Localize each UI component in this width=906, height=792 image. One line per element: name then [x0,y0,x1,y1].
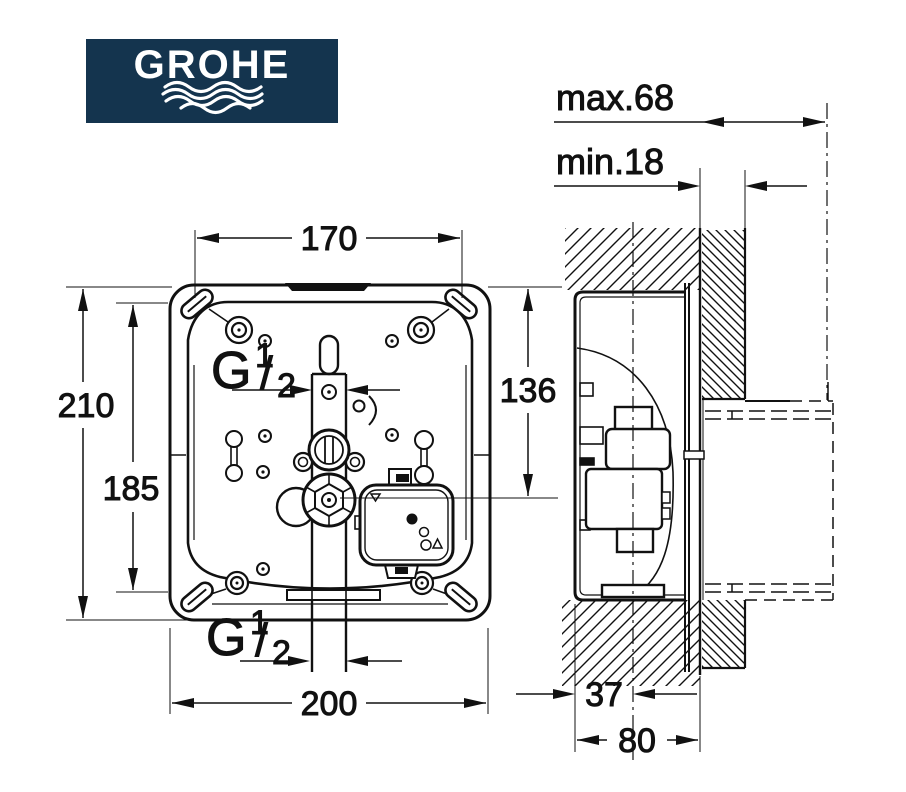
dim-37: 37 [516,604,697,752]
mounting-plate [683,228,705,675]
dim-80: 80 [577,676,701,761]
dim-min18: min.18 [554,141,807,230]
dim-max68-label: max.68 [556,77,674,118]
dim-136-label: 136 [500,372,557,410]
dome-cover-profile [576,347,674,596]
grohe-logo: GROHE [86,39,338,123]
bottom-tab-plate [286,589,381,601]
dim-200-label: 200 [301,685,358,723]
dim-min18-label: min.18 [556,141,664,182]
thread-label-bottom: G 1 / 2 [206,604,291,672]
logo-brand-text: GROHE [134,43,291,87]
servo-unit [354,468,455,579]
dim-g12-bottom: G 1 / 2 [206,604,402,673]
triangle-marker-icon [431,537,444,549]
logo-background [86,39,338,123]
hidden-recess-outline [705,382,834,601]
fixing-holes [256,334,399,576]
dim-200: 200 [169,628,489,724]
inlet-valve [292,428,366,473]
arc-detail [368,395,377,426]
top-tab [285,283,371,291]
valve-side-profile [576,347,674,599]
dim-80-label: 80 [618,722,656,760]
dim-g12-top: G 1 / 2 [211,337,400,406]
dim-185-label: 185 [103,470,160,508]
thread-label-top: G 1 / 2 [211,337,296,405]
dumbbell-slots [225,430,434,485]
central-pipe-column [310,334,348,672]
dim-210-label: 210 [58,387,115,425]
dim-170: 170 [194,220,463,298]
dim-170-label: 170 [301,220,358,258]
pilot-hole [352,399,366,413]
finish-wall-upper [702,228,747,401]
dim-136: 136 [340,289,558,499]
dim-37-label: 37 [585,676,623,714]
inner-panel-outline [186,300,474,590]
dimensions: 170 210 185 [57,77,825,761]
corner-screw-slots [180,288,478,613]
finish-wall-lower [702,600,747,670]
wall-hatch-lower [562,600,700,686]
logo-waves-icon [161,80,264,115]
dim-max68: max.68 [554,77,825,230]
dim-210: 210 [57,286,562,621]
side-view [562,103,834,762]
corner-bosses [208,308,450,596]
front-view [168,283,492,672]
dim-185: 185 [102,302,168,593]
outlet-valve-hex [301,472,357,528]
